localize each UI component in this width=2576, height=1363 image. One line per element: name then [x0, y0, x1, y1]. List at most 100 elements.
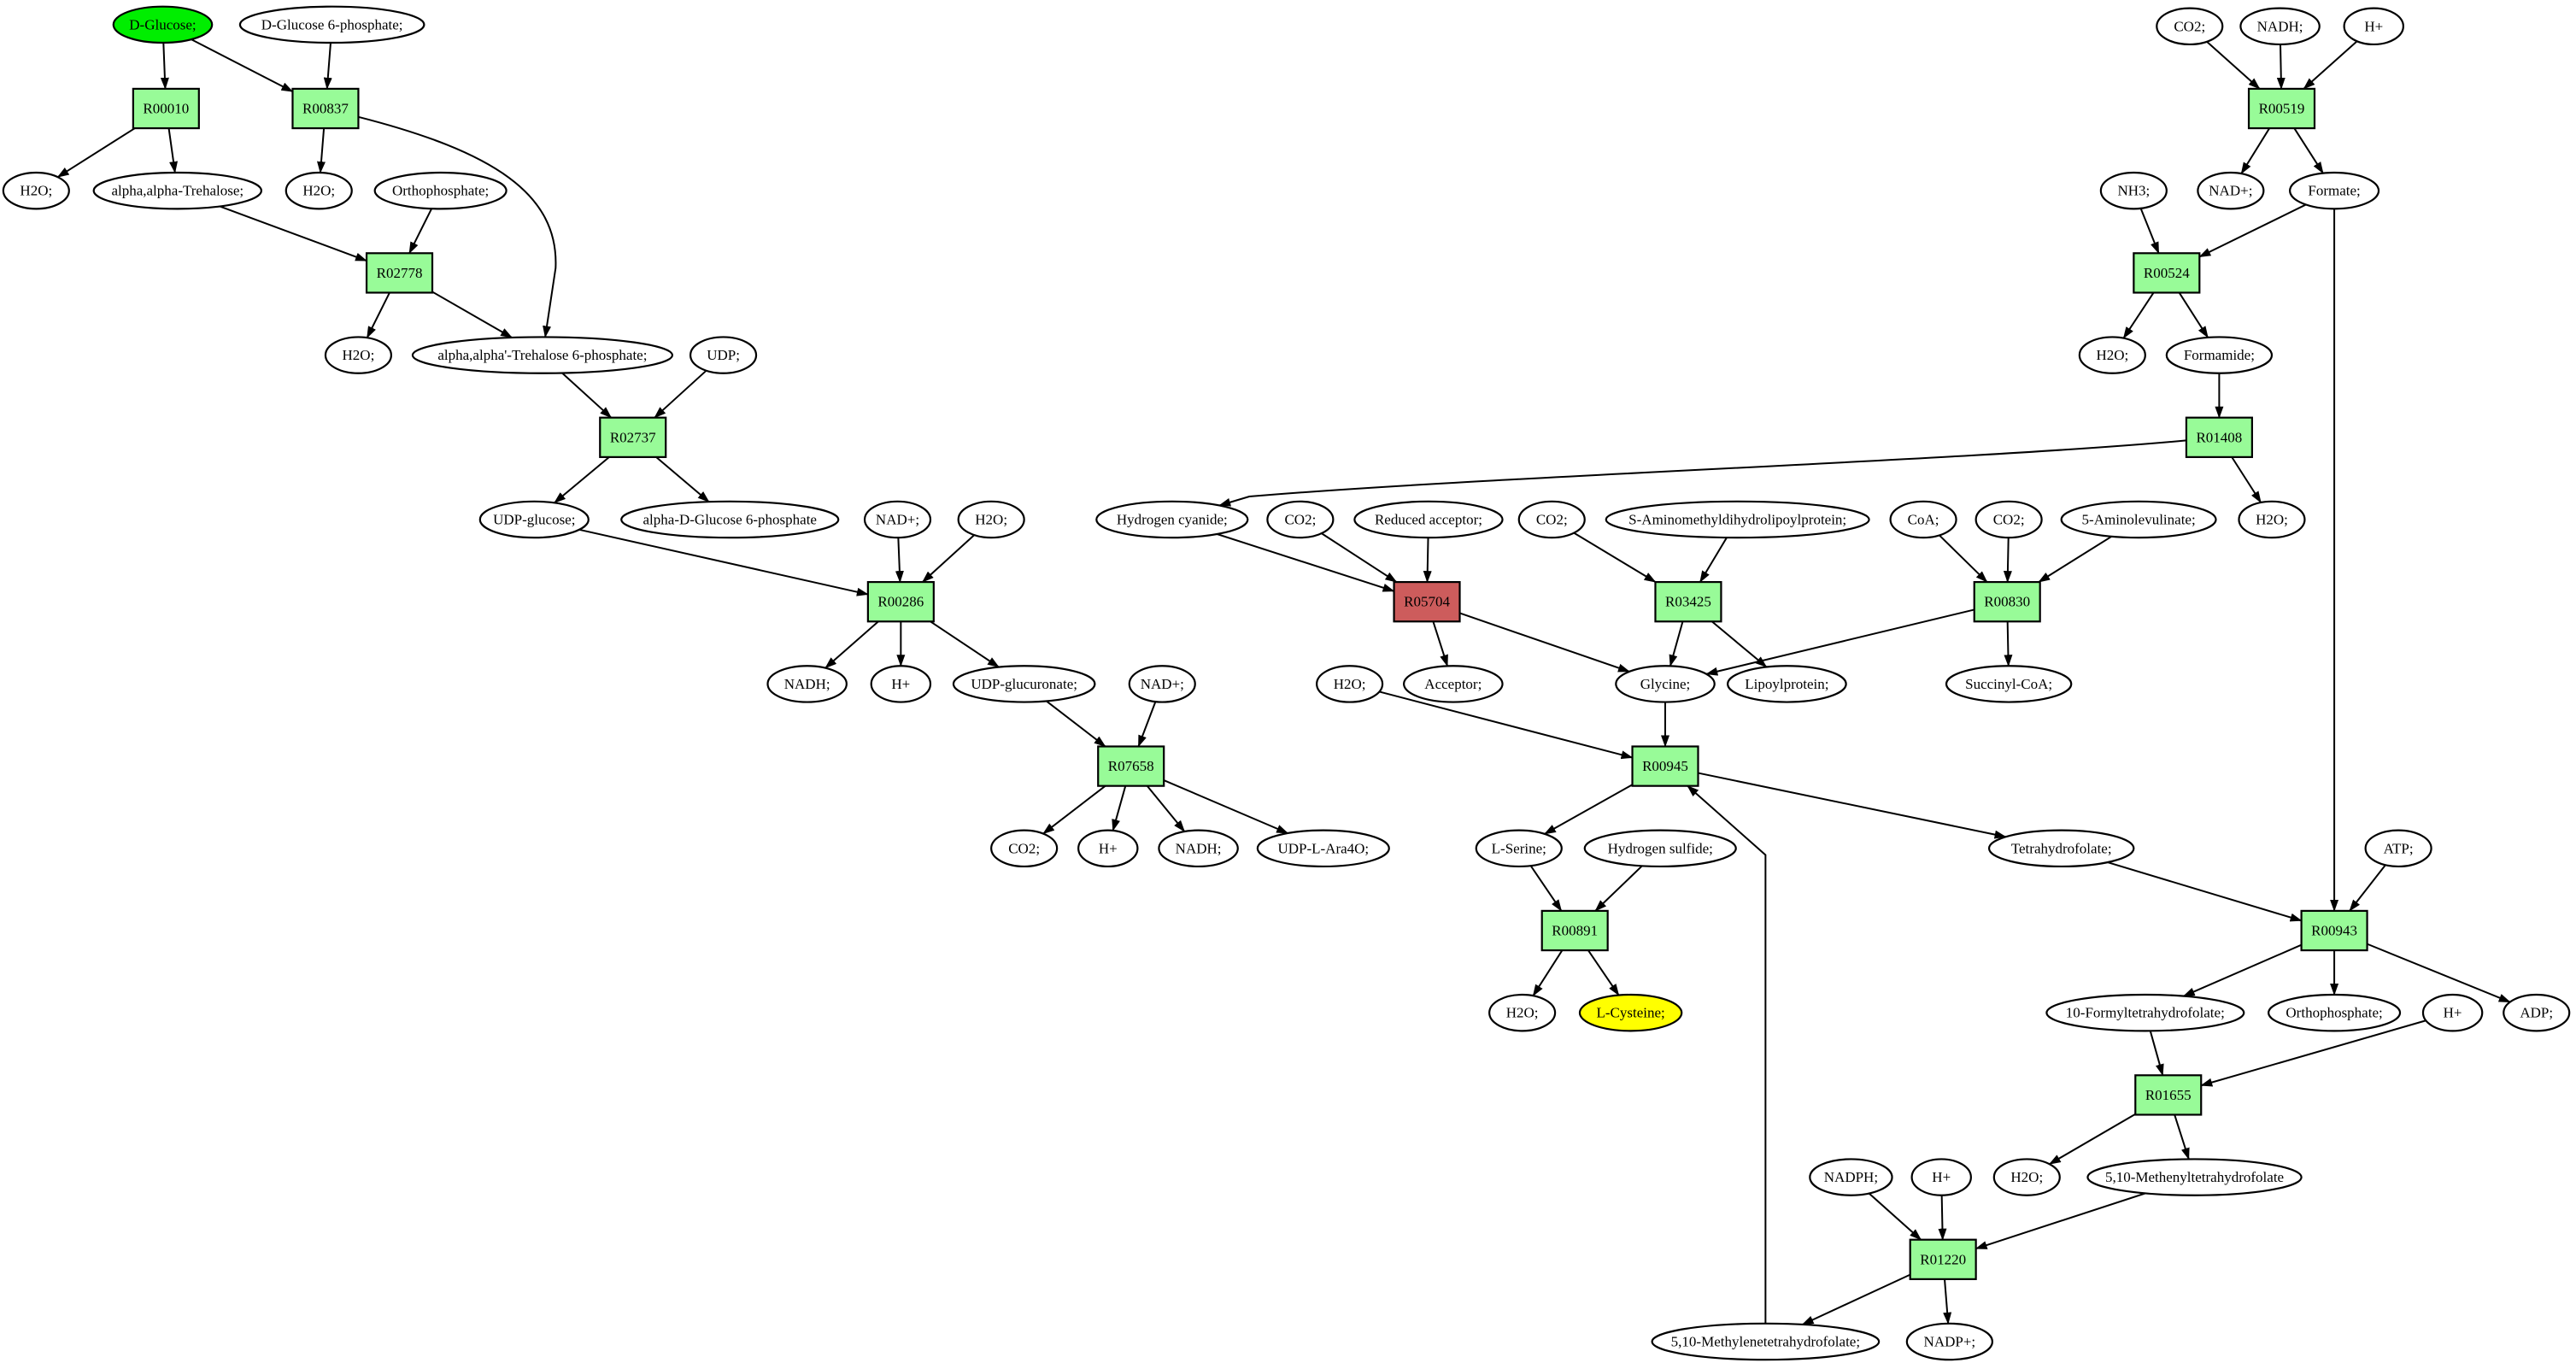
edge	[191, 38, 294, 93]
compound-node-c_10fthf[interactable]: 10-Formyltetrahydrofolate;	[2045, 993, 2245, 1032]
reaction-node-r_R00524[interactable]: R00524	[2133, 252, 2201, 294]
compound-node-c_nh3[interactable]: NH3;	[2099, 171, 2168, 210]
compound-node-c_dg6p[interactable]: D-Glucose 6-phosphate;	[238, 5, 425, 44]
compound-node-c_h2s[interactable]: Hydrogen sulfide;	[1583, 829, 1737, 868]
compound-node-c_hcn[interactable]: Hydrogen cyanide;	[1095, 500, 1249, 539]
compound-node-c_hplus_1[interactable]: H+	[870, 665, 932, 703]
edge	[2182, 943, 2302, 997]
compound-node-c_udpglucuronate[interactable]: UDP-glucuronate;	[952, 665, 1096, 703]
reaction-node-r_R02737[interactable]: R02737	[599, 416, 667, 458]
compound-node-c_methylenethf[interactable]: 5,10-Methylenetetrahydrofolate;	[1651, 1322, 1881, 1361]
compound-node-c_nadpplus[interactable]: NADP+;	[1905, 1322, 1993, 1361]
compound-node-c_udp[interactable]: UDP;	[689, 336, 758, 374]
compound-node-c_hplus_5[interactable]: H+	[1910, 1158, 1972, 1196]
compound-node-c_co2_1[interactable]: CO2;	[990, 829, 1059, 868]
edge-c_coa-to-r_R00830	[1939, 534, 1988, 583]
compound-node-c_nadp_1[interactable]: NAD+;	[863, 500, 932, 539]
compound-node-c_nadp_3[interactable]: NAD+;	[2197, 171, 2265, 210]
edge-r_R05704-to-c_acceptor	[1432, 620, 1449, 667]
edge-c_dglucose-to-r_R00837	[191, 38, 294, 93]
compound-node-c_methenylthf[interactable]: 5,10-Methenyltetrahydrofolate	[2086, 1158, 2303, 1196]
compound-node-c_h2o_4[interactable]: H2O;	[957, 500, 1025, 539]
node-label: H2O;	[343, 347, 375, 363]
reaction-node-r_R00943[interactable]: R00943	[2300, 909, 2368, 952]
compound-ellipse	[1727, 665, 1847, 703]
compound-node-c_h2o_6[interactable]: H2O;	[1488, 993, 1557, 1032]
compound-node-c_co2_4[interactable]: CO2;	[1975, 500, 2043, 539]
compound-node-c_udplara[interactable]: UDP-L-Ara4O;	[1256, 829, 1390, 868]
reaction-node-r_R01220[interactable]: R01220	[1909, 1238, 1977, 1280]
compound-node-c_formamide[interactable]: Formamide;	[2165, 336, 2274, 374]
compound-node-c_h2o_3[interactable]: H2O;	[324, 336, 393, 374]
compound-node-c_orthophosphate_2[interactable]: Orthophosphate;	[2268, 993, 2402, 1032]
compound-ellipse	[863, 500, 932, 539]
reaction-node-r_R00010[interactable]: R00010	[132, 87, 200, 130]
edge	[2107, 861, 2303, 922]
reaction-node-r_R00891[interactable]: R00891	[1540, 909, 1609, 952]
node-label: NADPH;	[1824, 1169, 1878, 1185]
compound-node-c_trehalose[interactable]: alpha,alpha-Trehalose;	[92, 171, 263, 210]
reaction-node-r_R05704[interactable]: R05704	[1393, 580, 1461, 623]
node-label: H2O;	[1506, 1005, 1539, 1021]
compound-node-c_hplus_2[interactable]: H+	[1077, 829, 1139, 868]
node-label: L-Cysteine;	[1596, 1005, 1664, 1021]
compound-node-c_5ala[interactable]: 5-Aminolevulinate;	[2060, 500, 2217, 539]
compound-node-c_co2_2[interactable]: CO2;	[1266, 500, 1335, 539]
reaction-node-r_R07658[interactable]: R07658	[1097, 745, 1165, 787]
compound-node-c_dglucose[interactable]: D-Glucose;	[112, 5, 214, 44]
compound-node-c_h2o_5[interactable]: H2O;	[1316, 665, 1384, 703]
edge-c_redacc-to-r_R05704	[1423, 538, 1432, 584]
compound-node-c_nadp_2[interactable]: NAD+;	[1128, 665, 1196, 703]
compound-node-c_glycine[interactable]: Glycine;	[1615, 665, 1716, 703]
compound-node-c_coa[interactable]: CoA;	[1889, 500, 1957, 539]
compound-node-c_adg6p[interactable]: alpha-D-Glucose 6-phosphate	[620, 500, 840, 539]
edge	[431, 291, 513, 338]
edge	[1698, 772, 2007, 839]
compound-node-c_adp[interactable]: ADP;	[2503, 993, 2571, 1032]
compound-node-c_nadh_1[interactable]: NADH;	[766, 665, 848, 703]
reaction-node-r_R01655[interactable]: R01655	[2134, 1074, 2203, 1116]
compound-node-c_redacc[interactable]: Reduced acceptor;	[1353, 500, 1504, 539]
node-label: CO2;	[2174, 18, 2205, 34]
compound-node-c_udpglucose[interactable]: UDP-glucose;	[478, 500, 590, 539]
reaction-node-r_R00945[interactable]: R00945	[1631, 745, 1699, 787]
compound-node-c_atp[interactable]: ATP;	[2364, 829, 2432, 868]
reaction-node-r_R02778[interactable]: R02778	[365, 252, 434, 294]
compound-node-c_h2o_7[interactable]: H2O;	[2078, 336, 2146, 374]
compound-node-c_lipoyl[interactable]: Lipoylprotein;	[1727, 665, 1847, 703]
node-label: R01220	[1920, 1251, 1966, 1267]
compound-node-c_hplus_3[interactable]: H+	[2343, 7, 2404, 46]
reaction-node-r_R00519[interactable]: R00519	[2247, 87, 2316, 130]
compound-node-c_h2o_1[interactable]: H2O;	[2, 171, 70, 210]
reaction-node-r_R00837[interactable]: R00837	[291, 87, 360, 130]
edge-c_nadph-to-r_R01220	[1869, 1192, 1922, 1241]
compound-node-c_t6p[interactable]: alpha,alpha'-Trehalose 6-phosphate;	[411, 336, 674, 374]
compound-node-c_thf[interactable]: Tetrahydrofolate;	[1987, 829, 2135, 868]
edge	[1705, 608, 1975, 676]
compound-node-c_nadh_3[interactable]: NADH;	[2239, 7, 2321, 46]
edge	[1711, 620, 1768, 668]
compound-node-c_samdlp[interactable]: S-Aminomethyldihydrolipoylprotein;	[1605, 500, 1870, 539]
compound-node-c_acceptor[interactable]: Acceptor;	[1402, 665, 1504, 703]
compound-node-c_h2o_9[interactable]: H2O;	[1992, 1158, 2061, 1196]
reaction-box	[1393, 580, 1461, 623]
compound-node-c_lcys[interactable]: L-Cysteine;	[1578, 993, 1683, 1032]
compound-node-c_orthophosphate_1[interactable]: Orthophosphate;	[373, 171, 508, 210]
compound-ellipse	[92, 171, 263, 210]
edge-c_nadp_1-to-r_R00286	[895, 538, 904, 584]
compound-node-c_co2_5[interactable]: CO2;	[2156, 7, 2224, 46]
compound-node-c_nadh_2[interactable]: NADH;	[1158, 829, 1239, 868]
reaction-node-r_R00286[interactable]: R00286	[866, 580, 935, 623]
compound-node-c_nadph[interactable]: NADPH;	[1809, 1158, 1893, 1196]
reaction-node-r_R01408[interactable]: R01408	[2185, 416, 2253, 458]
reaction-node-r_R03425[interactable]: R03425	[1654, 580, 1722, 623]
compound-node-c_co2_3[interactable]: CO2;	[1517, 500, 1586, 539]
compound-node-c_formate[interactable]: Formate;	[2289, 171, 2380, 210]
compound-node-c_h2o_8[interactable]: H2O;	[2238, 500, 2306, 539]
compound-node-c_h2o_2[interactable]: H2O;	[285, 171, 353, 210]
reaction-node-r_R00830[interactable]: R00830	[1973, 580, 2041, 623]
compound-node-c_succoa[interactable]: Succinyl-CoA;	[1945, 665, 2073, 703]
compound-node-c_hplus_4[interactable]: H+	[2421, 993, 2484, 1032]
compound-ellipse	[2421, 993, 2484, 1032]
compound-node-c_lserine[interactable]: L-Serine;	[1475, 829, 1563, 868]
